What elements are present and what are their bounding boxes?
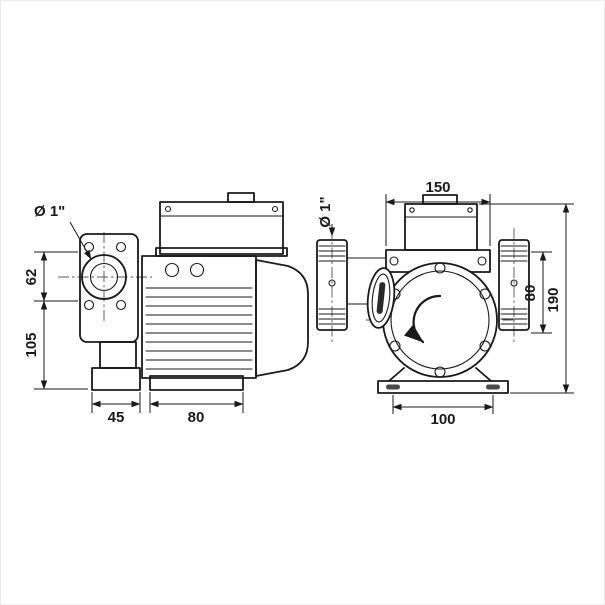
- lid-screw: [467, 207, 473, 213]
- side-port-centerlines: [58, 232, 152, 322]
- side-terminal-box: [155, 192, 288, 257]
- front-dim-80: 80: [522, 285, 539, 302]
- terminal-box-cap: [422, 194, 458, 205]
- side-inlet-flange: [79, 233, 141, 391]
- front-left-port: [316, 239, 387, 331]
- side-view: Ø 1" 62 105 45 80: [23, 192, 309, 426]
- rotation-arrow-icon: [403, 294, 442, 344]
- nameplate-text-mark: [376, 282, 386, 314]
- front-view-dimensions: [328, 194, 574, 414]
- front-pump-housing: [382, 262, 498, 378]
- front-port-diameter-label: Ø 1": [317, 196, 334, 227]
- side-dim-105: 105: [23, 332, 40, 357]
- flange-bolt-hole: [115, 299, 127, 311]
- side-dim-45: 45: [108, 409, 125, 426]
- front-view: 150 Ø 1" 80 190 100: [316, 179, 574, 428]
- cover-bolt: [479, 288, 491, 300]
- side-port-bore: [81, 254, 127, 300]
- cable-gland: [189, 262, 205, 278]
- side-dim-62: 62: [23, 269, 40, 286]
- shoulder-bolt: [389, 256, 399, 266]
- shoulder-bolt: [477, 256, 487, 266]
- cover-bolt: [434, 262, 446, 274]
- cover-bolt: [434, 366, 446, 378]
- front-terminal-box: [404, 194, 478, 251]
- foot-slot: [486, 384, 500, 390]
- oval-nameplate: [366, 267, 396, 329]
- side-port-diameter-label: Ø 1": [34, 203, 65, 220]
- front-dim-190: 190: [545, 287, 562, 312]
- side-dim-80: 80: [188, 409, 205, 426]
- motor-cooling-fins: [145, 287, 253, 370]
- front-right-port: [498, 239, 530, 331]
- front-mounting-feet: [377, 367, 509, 394]
- lid-screw: [409, 207, 415, 213]
- motor-rear-cover: [255, 259, 309, 377]
- side-flange-foot: [91, 367, 141, 391]
- side-view-dimensions: [34, 221, 244, 413]
- cover-bolt: [389, 340, 401, 352]
- foot-slot: [386, 384, 400, 390]
- lid-screw: [164, 205, 172, 213]
- terminal-box-cap: [227, 192, 255, 203]
- front-dim-150: 150: [425, 179, 450, 196]
- lid-screw: [271, 205, 279, 213]
- flange-bolt-hole: [83, 299, 95, 311]
- side-motor-body: [141, 255, 309, 391]
- cable-gland: [164, 262, 180, 278]
- side-motor-foot: [149, 375, 244, 391]
- flange-bolt-hole: [115, 241, 127, 253]
- front-dim-100: 100: [430, 411, 455, 428]
- port-leader-arrow: [69, 221, 92, 260]
- cover-bolt: [479, 340, 491, 352]
